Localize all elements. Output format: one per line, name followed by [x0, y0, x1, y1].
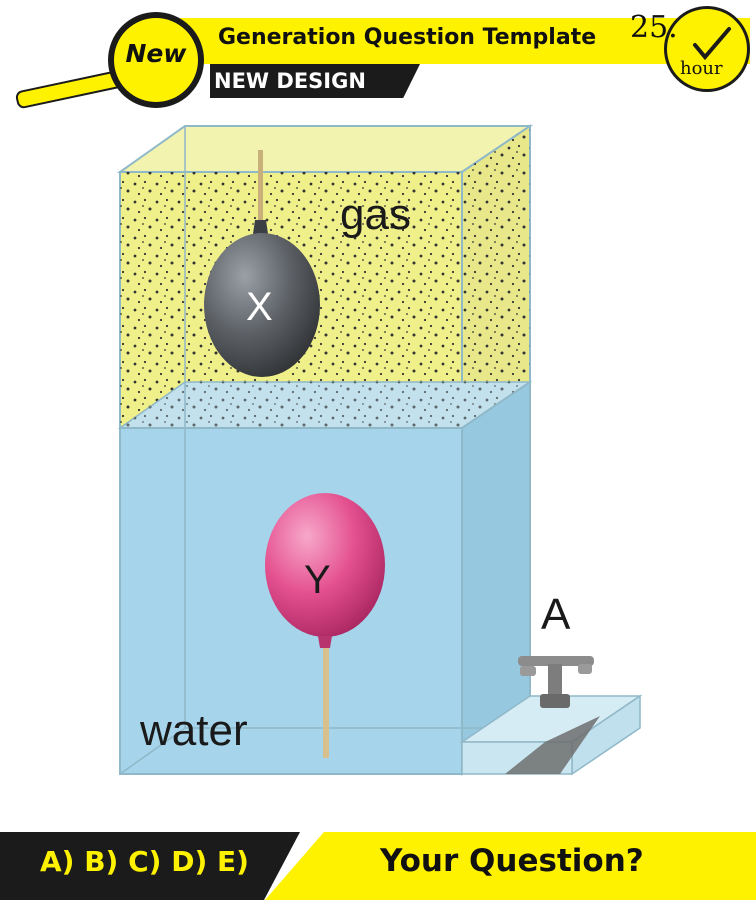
header-band	[150, 18, 750, 64]
balloon-y-label: Y	[304, 558, 331, 602]
clock-number: 25.	[630, 10, 678, 45]
clock-icon	[664, 6, 750, 92]
tap-icon	[518, 656, 594, 708]
balloon-x-label: X	[246, 285, 273, 329]
header-title: Generation Question Template	[218, 25, 597, 50]
tank-top-face	[116, 125, 534, 173]
water-label: water	[140, 706, 248, 755]
clock-unit: hour	[680, 58, 723, 79]
answer-options[interactable]: A) B) C) D) E)	[40, 845, 249, 878]
gas-label: gas	[340, 190, 411, 239]
footer-options-bar	[0, 832, 300, 900]
tap-label: A	[541, 590, 571, 639]
header-subtitle: NEW DESIGN	[214, 69, 366, 93]
header-subtitle-bar	[210, 64, 420, 98]
footer-question-bar	[265, 832, 756, 900]
balloon-y	[265, 493, 385, 637]
question-text: Your Question?	[380, 843, 644, 879]
balloon-x	[204, 233, 320, 377]
badge-text: New	[125, 39, 187, 68]
magnifier-badge-icon	[108, 12, 204, 108]
